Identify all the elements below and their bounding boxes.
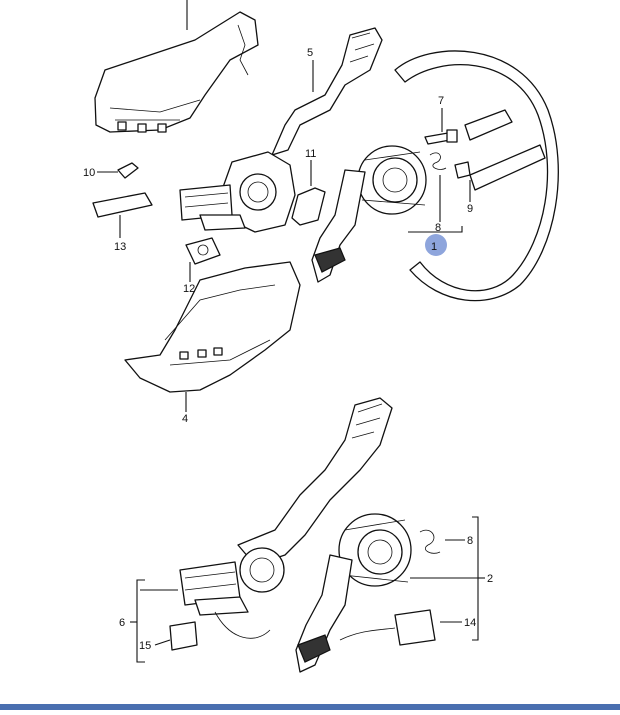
part-7-bolt (424, 108, 458, 145)
callout-5: 5 (307, 47, 313, 59)
callout-1: 1 (431, 241, 437, 253)
callout-6: 6 (119, 617, 125, 629)
part-8-spring-upper (429, 152, 447, 222)
highlight-marker (425, 234, 447, 256)
callout-4: 4 (182, 413, 188, 425)
steering-wheel (394, 50, 559, 302)
callout-8-upper: 8 (435, 222, 441, 234)
callout-11: 11 (305, 148, 316, 160)
callout-13: 13 (114, 241, 126, 253)
callout-9: 9 (467, 203, 473, 215)
part-9-clip (454, 161, 471, 202)
part-11-bracket (291, 160, 326, 226)
callout-leaders-bottom (130, 516, 485, 663)
callout-2: 2 (487, 573, 493, 585)
part-10-clip (97, 162, 139, 179)
callout-labels: 1 2 4 5 6 7 8 8 9 10 11 12 13 14 15 (83, 47, 493, 652)
callout-bracket-1 (408, 226, 463, 256)
callout-10: 10 (83, 167, 95, 179)
lower-shroud (124, 261, 301, 412)
part-12-plug (185, 237, 221, 282)
callout-14: 14 (464, 617, 476, 629)
part-13-connector (92, 192, 153, 238)
upper-shroud (94, 0, 259, 133)
upper-switch-housing (179, 151, 296, 233)
lower-turn-signal-assembly (295, 513, 436, 673)
callout-8-lower: 8 (467, 535, 473, 547)
part-8-spring-lower (419, 529, 441, 554)
callout-7: 7 (438, 95, 444, 107)
callout-15: 15 (139, 640, 151, 652)
callout-12: 12 (183, 283, 195, 295)
bottom-border-bar (0, 704, 620, 710)
upper-turn-signal-assembly (311, 145, 427, 283)
lower-stalk-assembly (169, 397, 393, 651)
stalk-5 (271, 27, 383, 156)
